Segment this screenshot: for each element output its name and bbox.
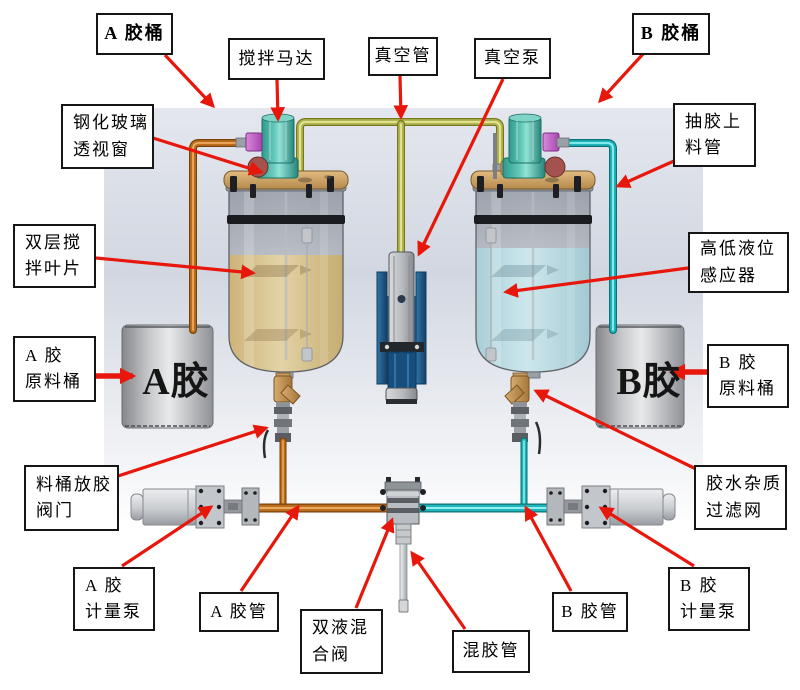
arrow-vacuum-pump — [417, 78, 505, 257]
arrow-b-pump — [598, 506, 695, 568]
a-material-barrel-graphic — [121, 324, 214, 429]
a-stir-motor-icon — [261, 116, 295, 164]
label-mix-pipe: 混胶管 — [452, 630, 530, 673]
label-a-material-barrel: A 胶 原料桶 — [13, 336, 96, 402]
label-b-material-barrel: B 胶 原料桶 — [707, 344, 789, 408]
mixing-valve-graphic — [380, 477, 426, 613]
label-b-metering-pump: B 胶 计量泵 — [668, 567, 750, 631]
b-coupling-icon — [542, 132, 560, 152]
arrow-b-pipe — [524, 505, 573, 592]
b-stir-motor-icon — [508, 116, 542, 164]
label-stir-motor: 搅拌马达 — [228, 38, 325, 80]
label-glass-window: 钢化玻璃 透视窗 — [61, 104, 154, 169]
mixing-tube-icon — [399, 543, 408, 603]
a-lid-knob-icon — [247, 156, 269, 178]
arrow-glass-window — [152, 136, 264, 176]
label-b-pipe: B 胶管 — [552, 592, 628, 632]
arrow-level-sensor — [503, 266, 689, 298]
arrow-a-tank — [163, 53, 216, 109]
arrow-release-valve — [117, 424, 269, 478]
a-barrel-caption: A胶 — [142, 361, 210, 403]
label-mix-valve: 双液混 合阀 — [300, 609, 383, 674]
arrow-a-pipe — [239, 504, 300, 592]
arrow-stir-blades — [95, 256, 256, 280]
label-stir-blades: 双层搅 拌叶片 — [13, 224, 96, 288]
label-a-metering-pump: A 胶 计量泵 — [73, 567, 155, 631]
arrow-mix-pipe — [410, 550, 467, 630]
arrow-stir-motor — [270, 79, 286, 122]
arrow-mix-valve — [354, 517, 395, 609]
b-release-valve-graphic — [504, 372, 542, 455]
vacuum-pump-graphic — [376, 251, 427, 404]
b-lid-knob-icon — [544, 156, 566, 178]
arrow-b-tank — [598, 52, 645, 104]
label-vacuum-pump: 真空泵 — [474, 38, 551, 79]
arrow-a-pump — [121, 505, 214, 568]
b-barrel-caption: B胶 — [616, 361, 682, 403]
label-glue-feed-pipe: 抽胶上 料管 — [673, 103, 756, 167]
arrow-filter — [533, 389, 697, 471]
label-vacuum-pipe: 真空管 — [368, 37, 438, 76]
label-release-valve: 料桶放胶 阀门 — [24, 465, 119, 531]
arrow-vacuum-pipe — [393, 75, 409, 120]
label-a-pipe: A 胶管 — [199, 592, 279, 632]
b-suction-pipe-graphic — [560, 139, 617, 334]
arrow-feed-pipe — [615, 159, 675, 188]
label-level-sensor: 高低液位 感应器 — [688, 232, 789, 293]
b-level-float-icon — [485, 227, 497, 244]
pointer-arrows — [95, 52, 707, 630]
label-a-tank: A 胶桶 — [96, 13, 173, 55]
b-tank-graphic — [470, 113, 596, 379]
label-filter: 胶水杂质 过滤网 — [694, 465, 787, 530]
a-coupling-icon — [245, 132, 263, 152]
label-b-tank: B 胶桶 — [632, 13, 710, 55]
vacuum-pipe-graphic — [293, 118, 507, 256]
b-metering-pump-graphic — [546, 485, 676, 529]
